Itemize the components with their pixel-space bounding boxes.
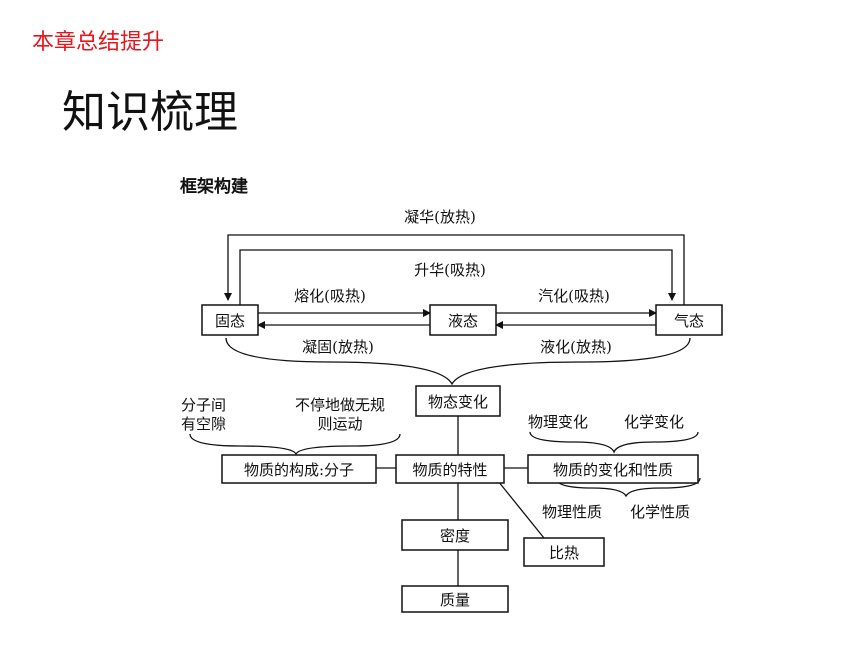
- chemical-change-note: 化学变化: [624, 413, 684, 431]
- motion-note-line2: 则运动: [317, 415, 362, 433]
- sublimation-arrow: [239, 249, 676, 305]
- sublimation-label: 升华(吸热): [414, 261, 486, 279]
- gas-label: 气态: [674, 312, 704, 330]
- vaporization-label: 汽化(吸热): [538, 287, 610, 305]
- liquefaction-label: 液化(放热): [540, 338, 612, 356]
- liquid-node: [429, 304, 497, 336]
- mass-node: [401, 585, 509, 613]
- deposition-label: 凝华(放热): [404, 208, 476, 226]
- motion-note-line1: 不停地做无规: [295, 396, 385, 414]
- connector-specific-heat: [497, 480, 545, 539]
- specific-heat-node: [523, 537, 605, 567]
- diagram-subtitle: 框架构建: [180, 176, 248, 197]
- density-label: 密度: [440, 527, 470, 545]
- state-change-brace: [225, 337, 691, 386]
- section-header: 本章总结提升: [32, 30, 165, 55]
- deposition-arrow: [224, 234, 685, 305]
- liquid-label: 液态: [448, 312, 478, 330]
- structure-node: [221, 454, 377, 484]
- specific-heat-label: 比热: [549, 544, 579, 562]
- chemical-property-note: 化学性质: [630, 503, 690, 521]
- physical-change-note: 物理变化: [528, 413, 588, 431]
- solidification-label: 凝固(放热): [302, 338, 374, 356]
- structure-brace: [189, 433, 401, 456]
- density-node: [401, 519, 509, 551]
- change-brace: [529, 431, 699, 454]
- page-title: 知识梳理: [62, 87, 238, 138]
- state-change-node: [415, 385, 501, 417]
- change-nature-node: [527, 454, 699, 484]
- solid-label: 固态: [215, 312, 245, 330]
- state-change-label: 物态变化: [428, 393, 488, 411]
- structure-label: 物质的构成:分子: [244, 461, 354, 479]
- gap-note-line2: 有空隙: [181, 415, 226, 433]
- property-brace: [555, 477, 701, 498]
- gas-node: [655, 304, 723, 336]
- melting-label: 熔化(吸热): [294, 287, 366, 305]
- mass-label: 质量: [440, 591, 470, 609]
- properties-node: [395, 454, 505, 484]
- change-nature-label: 物质的变化和性质: [553, 461, 673, 479]
- gap-note-line1: 分子间: [181, 396, 226, 414]
- solid-node: [201, 304, 259, 336]
- physical-property-note: 物理性质: [542, 503, 602, 521]
- properties-label: 物质的特性: [412, 461, 487, 479]
